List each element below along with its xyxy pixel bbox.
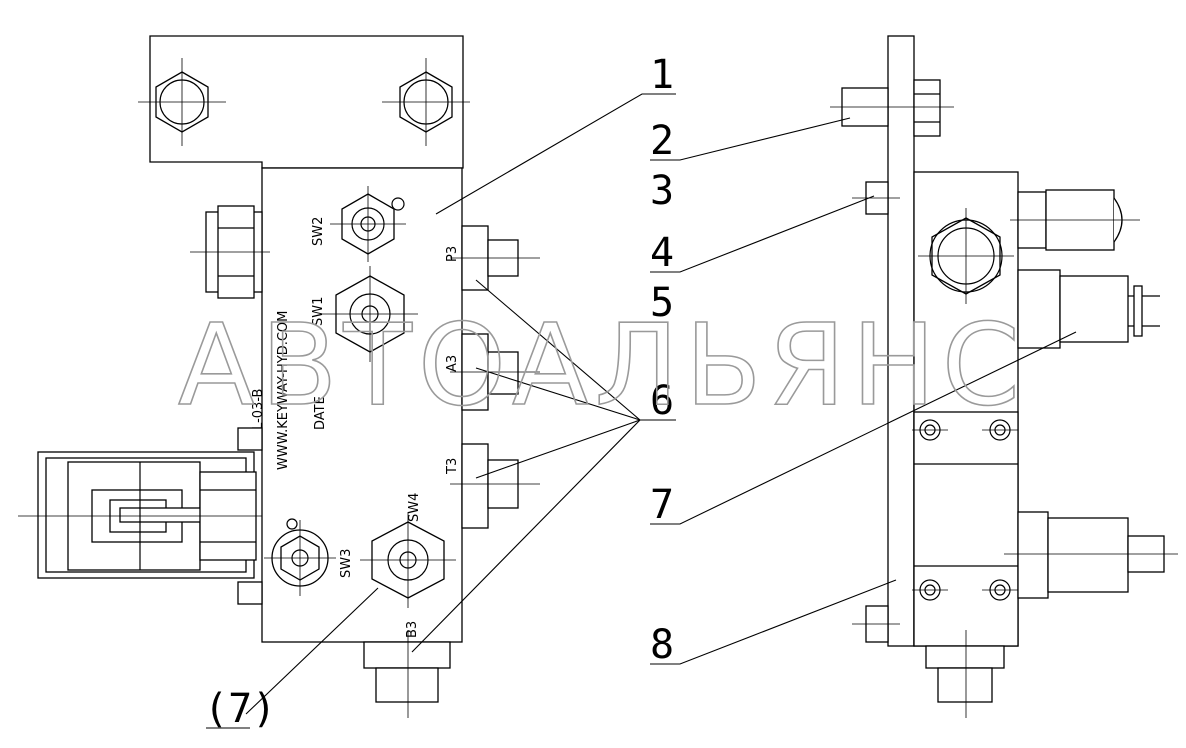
mark-b3: B3 (405, 621, 420, 638)
port-b3 (363, 630, 451, 718)
front-view: SW2 SW1 GL-03-B WWW.KEYWAY-HYD.COM DATE … (18, 35, 540, 718)
callout-3: 3 (650, 168, 674, 214)
lower-solenoid (1004, 511, 1178, 599)
callout-4: 4 (650, 230, 674, 276)
engraving-model: GL-03-B (251, 389, 266, 440)
engraving-website: WWW.KEYWAY-HYD.COM (276, 311, 291, 470)
leader-lines (206, 93, 1077, 729)
lower-bolt-4 (982, 579, 1018, 601)
valve-sw2 (330, 186, 406, 262)
side-plug-fitting (190, 205, 270, 299)
mark-a3: A3 (445, 355, 460, 372)
top-right-fitting (1010, 189, 1140, 251)
bracket-bolt-right (382, 58, 470, 146)
lower-bolt-1 (912, 419, 948, 441)
callout-7: 7 (650, 482, 674, 528)
mark-p3: P3 (445, 246, 460, 262)
side-view (830, 35, 1178, 718)
small-screw (852, 181, 900, 215)
top-bolt (830, 79, 954, 137)
bottom-screw (852, 605, 900, 643)
callout-7-paren: (7) (204, 686, 276, 732)
callout-8: 8 (650, 622, 674, 668)
valve-sw4 (360, 512, 456, 608)
valve-sw1 (322, 266, 418, 362)
mark-sw3: SW3 (339, 549, 354, 578)
callouts: 1 2 3 4 5 6 7 8 (7) (204, 52, 674, 732)
lower-block (913, 411, 1019, 647)
port-p3 (450, 225, 540, 291)
mounting-plate (887, 35, 915, 647)
engraving-date: DATE (313, 396, 328, 430)
watermark: АВТОАЛЬЯНС (178, 301, 1026, 431)
mark-sw2: SW2 (311, 217, 326, 246)
lower-bolt-2 (982, 419, 1018, 441)
lower-bolt-3 (912, 579, 948, 601)
mark-sw1: SW1 (311, 297, 326, 326)
solenoid-coil (18, 427, 263, 605)
bracket-bolt-left (138, 58, 226, 146)
pressure-switch (1017, 269, 1160, 349)
mark-sw4: SW4 (407, 493, 422, 522)
callout-2: 2 (650, 118, 674, 164)
bottom-port-side (925, 630, 1005, 718)
large-plug (918, 208, 1014, 304)
valve-sw3 (264, 518, 336, 596)
callout-1: 1 (650, 52, 674, 98)
callout-6: 6 (650, 378, 674, 424)
mark-t3: T3 (445, 458, 460, 475)
callout-5: 5 (650, 280, 674, 326)
port-t3 (450, 443, 540, 529)
